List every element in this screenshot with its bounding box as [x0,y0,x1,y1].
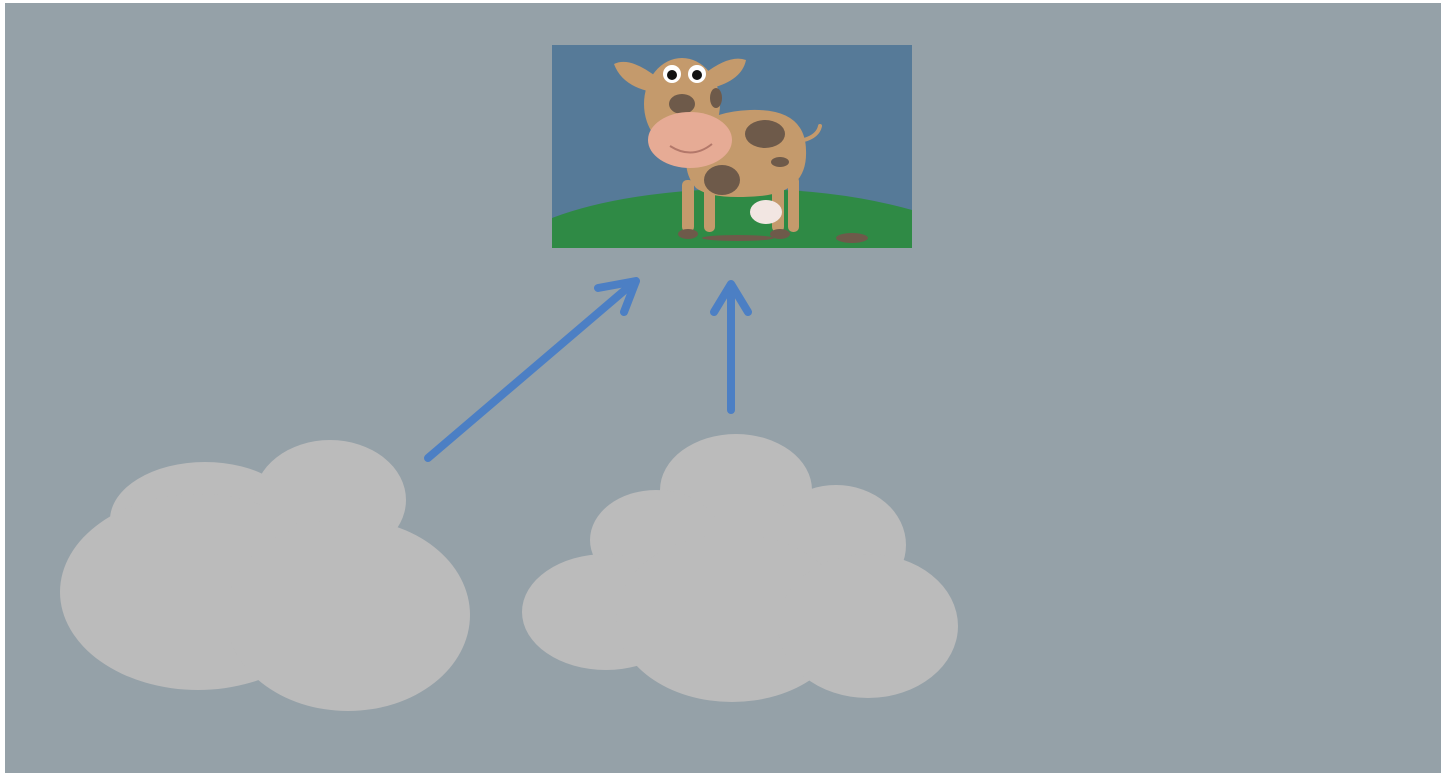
cow-pupil-right [692,70,702,80]
cow-udder [750,200,782,224]
cow-hoof [678,229,698,239]
cow-shadow [702,235,774,241]
cow-head-spot [710,88,722,108]
cow-spot [771,157,789,167]
cow-head-spot [669,94,695,114]
cloud-puff [226,519,470,711]
cow-pupil-left [667,70,677,80]
cow-pat [836,233,868,243]
cow-picture [552,45,912,248]
cow-muzzle [648,112,732,168]
cow-spot [745,120,785,148]
cloud-puff [778,554,958,698]
cow-spot [704,165,740,195]
cow-leg-front-left [682,180,694,232]
